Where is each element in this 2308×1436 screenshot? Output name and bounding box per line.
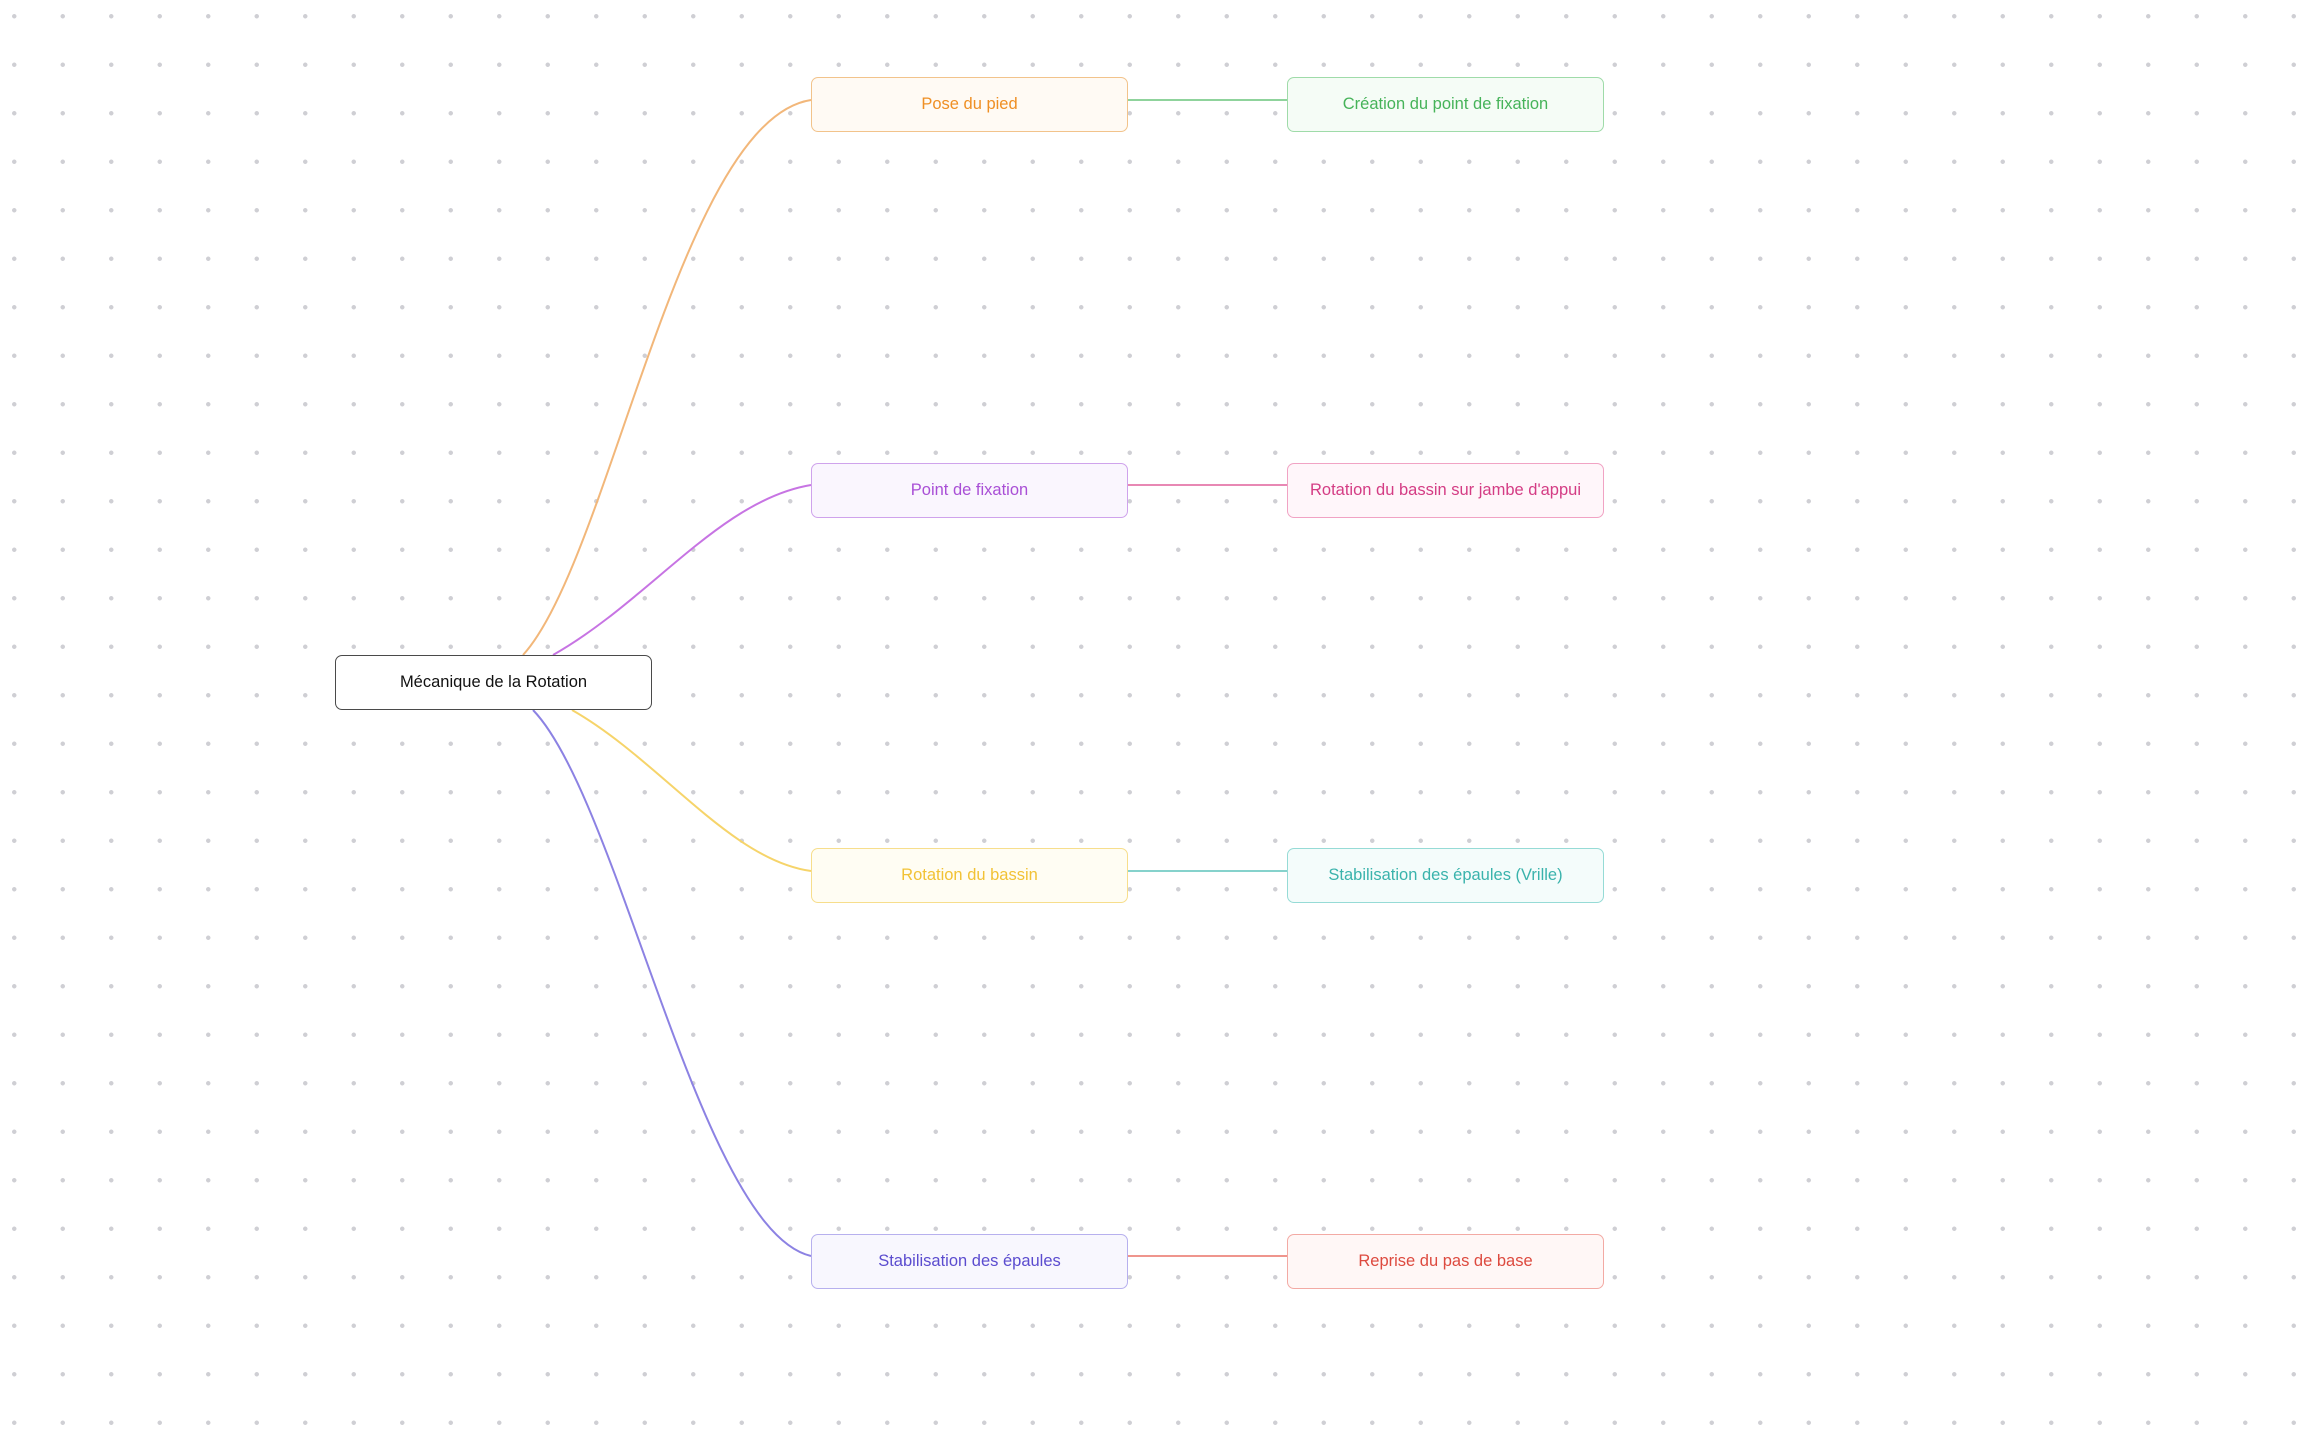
- branch-node-rotation-du-bassin[interactable]: Rotation du bassin: [811, 848, 1128, 903]
- leaf-node-label: Création du point de fixation: [1342, 95, 1549, 113]
- branch-node-stabilisation-des-epaules[interactable]: Stabilisation des épaules: [811, 1234, 1128, 1289]
- leaf-node-label: Stabilisation des épaules (Vrille): [1328, 866, 1563, 884]
- branch-node-point-de-fixation[interactable]: Point de fixation: [811, 463, 1128, 518]
- branch-node-label: Point de fixation: [910, 481, 1029, 499]
- leaf-node-stabilisation-des-epaules-vrille[interactable]: Stabilisation des épaules (Vrille): [1287, 848, 1604, 903]
- branch-node-label: Stabilisation des épaules: [878, 1252, 1061, 1270]
- leaf-node-creation-du-point-de-fixation[interactable]: Création du point de fixation: [1287, 77, 1604, 132]
- branch-node-pose-du-pied[interactable]: Pose du pied: [811, 77, 1128, 132]
- leaf-node-label: Rotation du bassin sur jambe d'appui: [1310, 481, 1581, 499]
- root-node[interactable]: Mécanique de la Rotation: [335, 655, 652, 710]
- leaf-node-label: Reprise du pas de base: [1358, 1252, 1533, 1270]
- edge-root-rotation-du-bassin: [571, 709, 812, 872]
- edge-root-stabilisation-des-epaules: [532, 709, 812, 1257]
- root-node-label: Mécanique de la Rotation: [399, 673, 588, 691]
- leaf-node-reprise-du-pas-de-base[interactable]: Reprise du pas de base: [1287, 1234, 1604, 1289]
- edge-root-point-de-fixation: [552, 484, 812, 656]
- branch-node-label: Rotation du bassin: [901, 866, 1038, 884]
- leaf-node-rotation-du-bassin-sur-jambe[interactable]: Rotation du bassin sur jambe d'appui: [1287, 463, 1604, 518]
- branch-node-label: Pose du pied: [921, 95, 1018, 113]
- edge-root-pose-du-pied: [522, 99, 812, 656]
